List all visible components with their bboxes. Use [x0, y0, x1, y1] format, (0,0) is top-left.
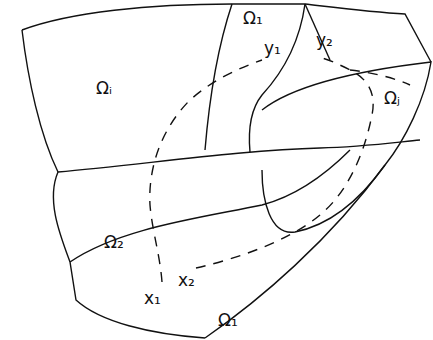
point-label: y₁ — [264, 40, 281, 57]
point-label: x₂ — [178, 272, 195, 289]
region-label: Ω₂ — [104, 234, 124, 251]
surface-outline — [22, 30, 58, 172]
dashed-path — [350, 70, 410, 85]
region-label: Ω₁ — [243, 10, 263, 27]
dashed-path — [150, 60, 262, 282]
surface-outline — [22, 4, 431, 62]
point-label: y₂ — [316, 32, 333, 49]
region-label: Ω₁ — [218, 312, 238, 329]
region-boundary — [58, 140, 420, 172]
region-boundary — [205, 4, 232, 150]
region-label: Ωᵢ — [96, 80, 112, 97]
surface-outline — [53, 172, 205, 338]
dashed-path — [196, 58, 373, 268]
point-label: x₁ — [144, 290, 161, 307]
region-label: Ωⱼ — [384, 90, 400, 107]
region-boundary — [70, 150, 350, 262]
surface-outline — [205, 165, 385, 338]
region-boundary — [262, 62, 431, 232]
